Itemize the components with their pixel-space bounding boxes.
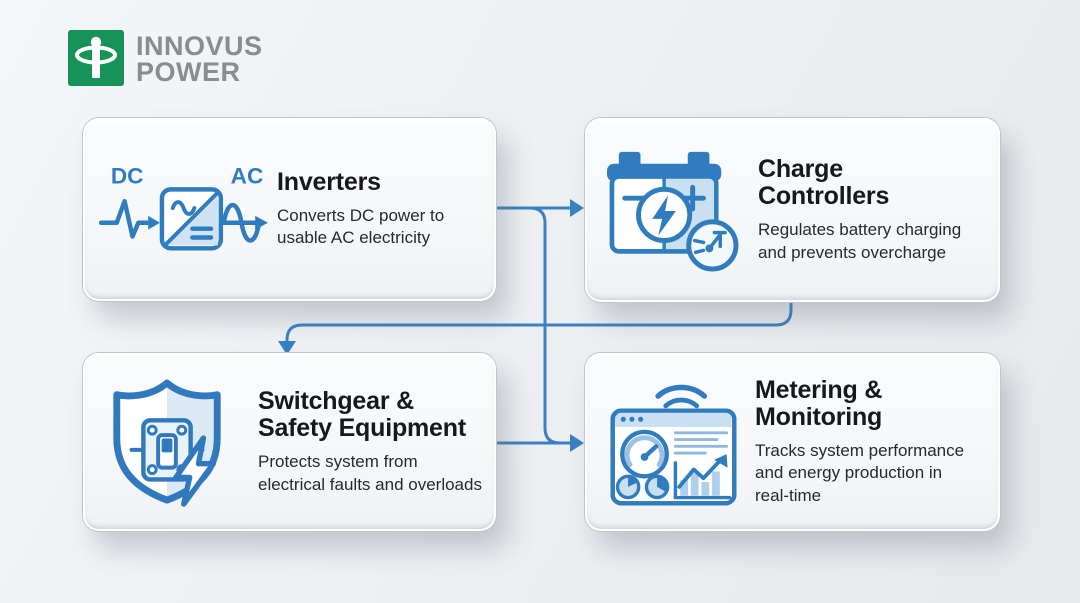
card-desc-switchgear: Protects system from electrical faults a… <box>258 451 482 494</box>
card-desc-inverters: Converts DC power to usable AC electrici… <box>277 205 445 248</box>
innovus-logo-icon <box>68 30 124 86</box>
card-switchgear-safety: Switchgear & Safety Equipment Protects s… <box>83 353 496 531</box>
dc-label: DC <box>111 163 144 188</box>
card-inverters: DC AC Inverters Converts DC power to usa… <box>83 118 496 301</box>
dashboard-monitor-icon <box>603 372 755 512</box>
card-metering-monitoring: Metering & Monitoring Tracks system perf… <box>585 353 1000 531</box>
connector-switchgear-to-metering <box>496 434 584 452</box>
card-title-metering: Metering & Monitoring <box>755 375 883 432</box>
brand-name-line2: POWER <box>136 57 241 88</box>
brand-logo: INNOVUS POWER <box>68 30 263 86</box>
dc-ac-inverter-icon: DC AC <box>99 156 277 264</box>
card-title-switchgear: Switchgear & Safety Equipment <box>258 386 466 443</box>
card-desc-charge-controllers: Regulates battery charging and prevents … <box>758 219 962 262</box>
card-title-charge-controllers: Charge Controllers <box>758 154 890 211</box>
card-charge-controllers: Charge Controllers Regulates battery cha… <box>585 118 1000 302</box>
card-desc-metering: Tracks system performance and energy pro… <box>755 440 965 505</box>
brand-name: INNOVUS POWER <box>136 30 263 86</box>
ac-label: AC <box>231 163 264 188</box>
connector-inverters-to-metering <box>529 206 561 445</box>
card-title-inverters: Inverters <box>277 168 381 197</box>
connector-inverters-to-charge-controllers <box>496 199 584 217</box>
brand-name-line1: INNOVUS <box>136 31 263 61</box>
connector-charge-controllers-to-switchgear <box>278 302 793 355</box>
shield-switch-icon <box>103 376 258 509</box>
battery-charge-icon <box>603 146 758 274</box>
